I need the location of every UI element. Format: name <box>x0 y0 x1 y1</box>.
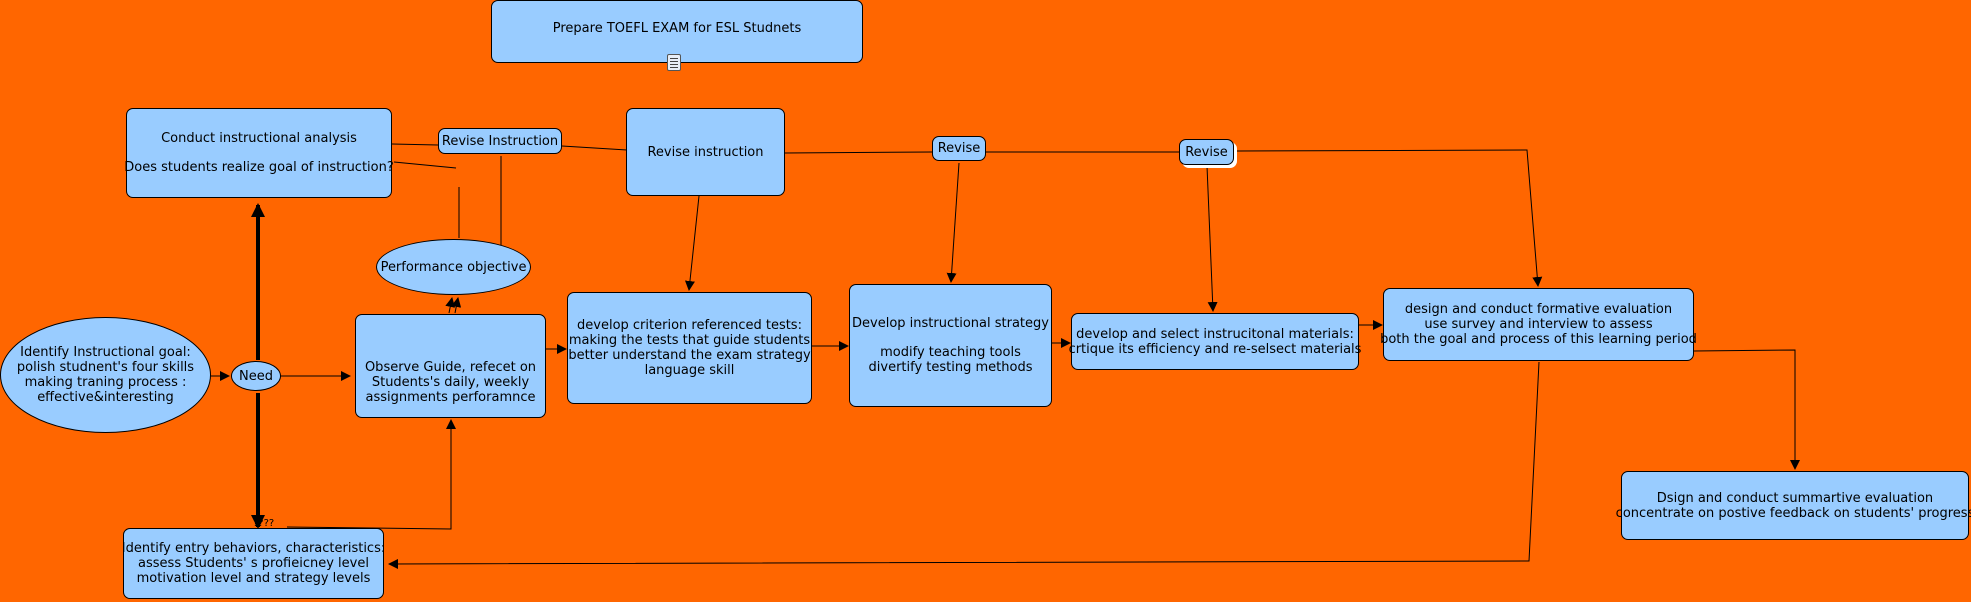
instructional-goal-line-3: making traning process : <box>24 375 187 390</box>
instructional-strategy-line-1: Develop instructional strategy <box>852 316 1049 331</box>
observe-guide-line-1: Observe Guide, refecet on <box>364 360 537 375</box>
instructional-goal-line-2: polish studnent's four skills <box>16 360 195 375</box>
formative-evaluation-line-3: both the goal and process of this learni… <box>1380 332 1697 347</box>
entry-behaviors-line-2: assess Students' s profieicney level <box>138 556 369 571</box>
need-node[interactable]: Need <box>231 361 281 391</box>
entry-behaviors-line-1: Identify entry behaviors, characteristic… <box>121 541 386 556</box>
connector-revise-label-to-box <box>561 145 628 151</box>
connector-revise2-to-materials <box>1206 165 1218 312</box>
revise-instruction-label[interactable]: Revise Instruction <box>438 128 562 154</box>
criterion-tests-line-1: develop criterion referenced tests: <box>577 318 802 333</box>
entry-behaviors-line-3: motivation level and strategy levels <box>136 571 371 586</box>
connector-formative-to-entry <box>388 361 1540 569</box>
instructional-materials-line-1: develop and select instrucitonal materia… <box>1076 326 1354 342</box>
criterion-tests-box[interactable]: develop criterion referenced tests: maki… <box>567 292 812 404</box>
formative-evaluation-box[interactable]: design and conduct formative evaluation … <box>1380 288 1697 361</box>
instructional-goal-line-1: Identify Instructional goal: <box>20 345 191 360</box>
connector-entry-to-observe <box>286 419 456 530</box>
connector-box-to-revise1 <box>784 151 933 154</box>
performance-objective-text: Performance objective <box>380 259 527 275</box>
formative-evaluation-line-1: design and conduct formative evaluation <box>1404 302 1673 317</box>
performance-objective-node[interactable]: Performance objective <box>376 239 531 295</box>
title-box[interactable]: Prepare TOEFL EXAM for ESL Studnets <box>491 0 863 63</box>
revise-node-1[interactable]: Revise <box>932 136 986 161</box>
revise-node-2[interactable]: Revise <box>1179 139 1234 165</box>
connector-analysis-to-revise-label <box>391 143 439 146</box>
connector-formative-to-summative <box>1693 349 1800 470</box>
revise-node-1-text: Revise <box>937 141 981 156</box>
observe-guide-line-3: assignments perforamnce <box>365 390 536 405</box>
connector-observe-to-objective-2 <box>451 297 462 314</box>
summative-evaluation-line-1: Dsign and conduct summartive evaluation <box>1656 490 1934 506</box>
instructional-analysis-line-1: Conduct instructional analysis <box>161 131 357 146</box>
revise-node-2-text: Revise <box>1185 144 1228 160</box>
need-text: Need <box>239 368 273 384</box>
instructional-strategy-box[interactable]: Develop instructional strategy modify te… <box>849 284 1052 407</box>
summative-evaluation-box[interactable]: Dsign and conduct summartive evaluation … <box>1616 471 1971 540</box>
connector-analysis-to-objective <box>393 161 457 169</box>
formative-evaluation-line-2: use survey and interview to assess <box>1424 317 1653 332</box>
criterion-tests-line-2: making the tests that guide students <box>568 333 811 348</box>
criterion-tests-line-3: better understand the exam strategy <box>568 348 811 363</box>
revise-instruction-box-text: Revise instruction <box>647 144 764 160</box>
entry-behaviors-box[interactable]: Identify entry behaviors, characteristic… <box>121 528 386 599</box>
observe-guide-box[interactable]: Observe Guide, refecet on Students's dai… <box>355 314 546 418</box>
connector-revise-box-to-tests <box>684 195 700 291</box>
revise-instruction-label-text: Revise Instruction <box>441 133 559 149</box>
summative-evaluation-line-2: concentrate on postive feedback on stude… <box>1615 505 1971 521</box>
connector-label: ???? <box>253 518 275 529</box>
revise-instruction-box[interactable]: Revise instruction <box>626 108 785 196</box>
instructional-analysis-box[interactable]: Conduct instructional analysis Does stud… <box>124 108 394 198</box>
instructional-strategy-line-3: modify teaching tools <box>880 345 1021 360</box>
instructional-goal-line-4: effective&interesting <box>37 390 174 405</box>
instructional-goal-node[interactable]: Identify Instructional goal: polish stud… <box>0 317 211 433</box>
instructional-analysis-line-3: Does students realize goal of instructio… <box>124 160 394 175</box>
connector-observe-to-objective <box>445 297 456 314</box>
observe-guide-line-2: Students's daily, weekly <box>371 375 530 390</box>
instructional-materials-line-2: crtique its efficiency and re-selsect ma… <box>1068 341 1362 357</box>
criterion-tests-line-4: language skill <box>644 363 735 378</box>
instructional-strategy-line-4: divertify testing methods <box>868 360 1033 375</box>
connector-revise2-to-formative <box>1236 149 1543 287</box>
instructional-materials-box[interactable]: develop and select instrucitonal materia… <box>1068 313 1362 370</box>
connector-revise1-to-strategy <box>946 162 960 283</box>
document-icon[interactable] <box>667 54 681 71</box>
title-box-text: Prepare TOEFL EXAM for ESL Studnets <box>552 21 802 36</box>
